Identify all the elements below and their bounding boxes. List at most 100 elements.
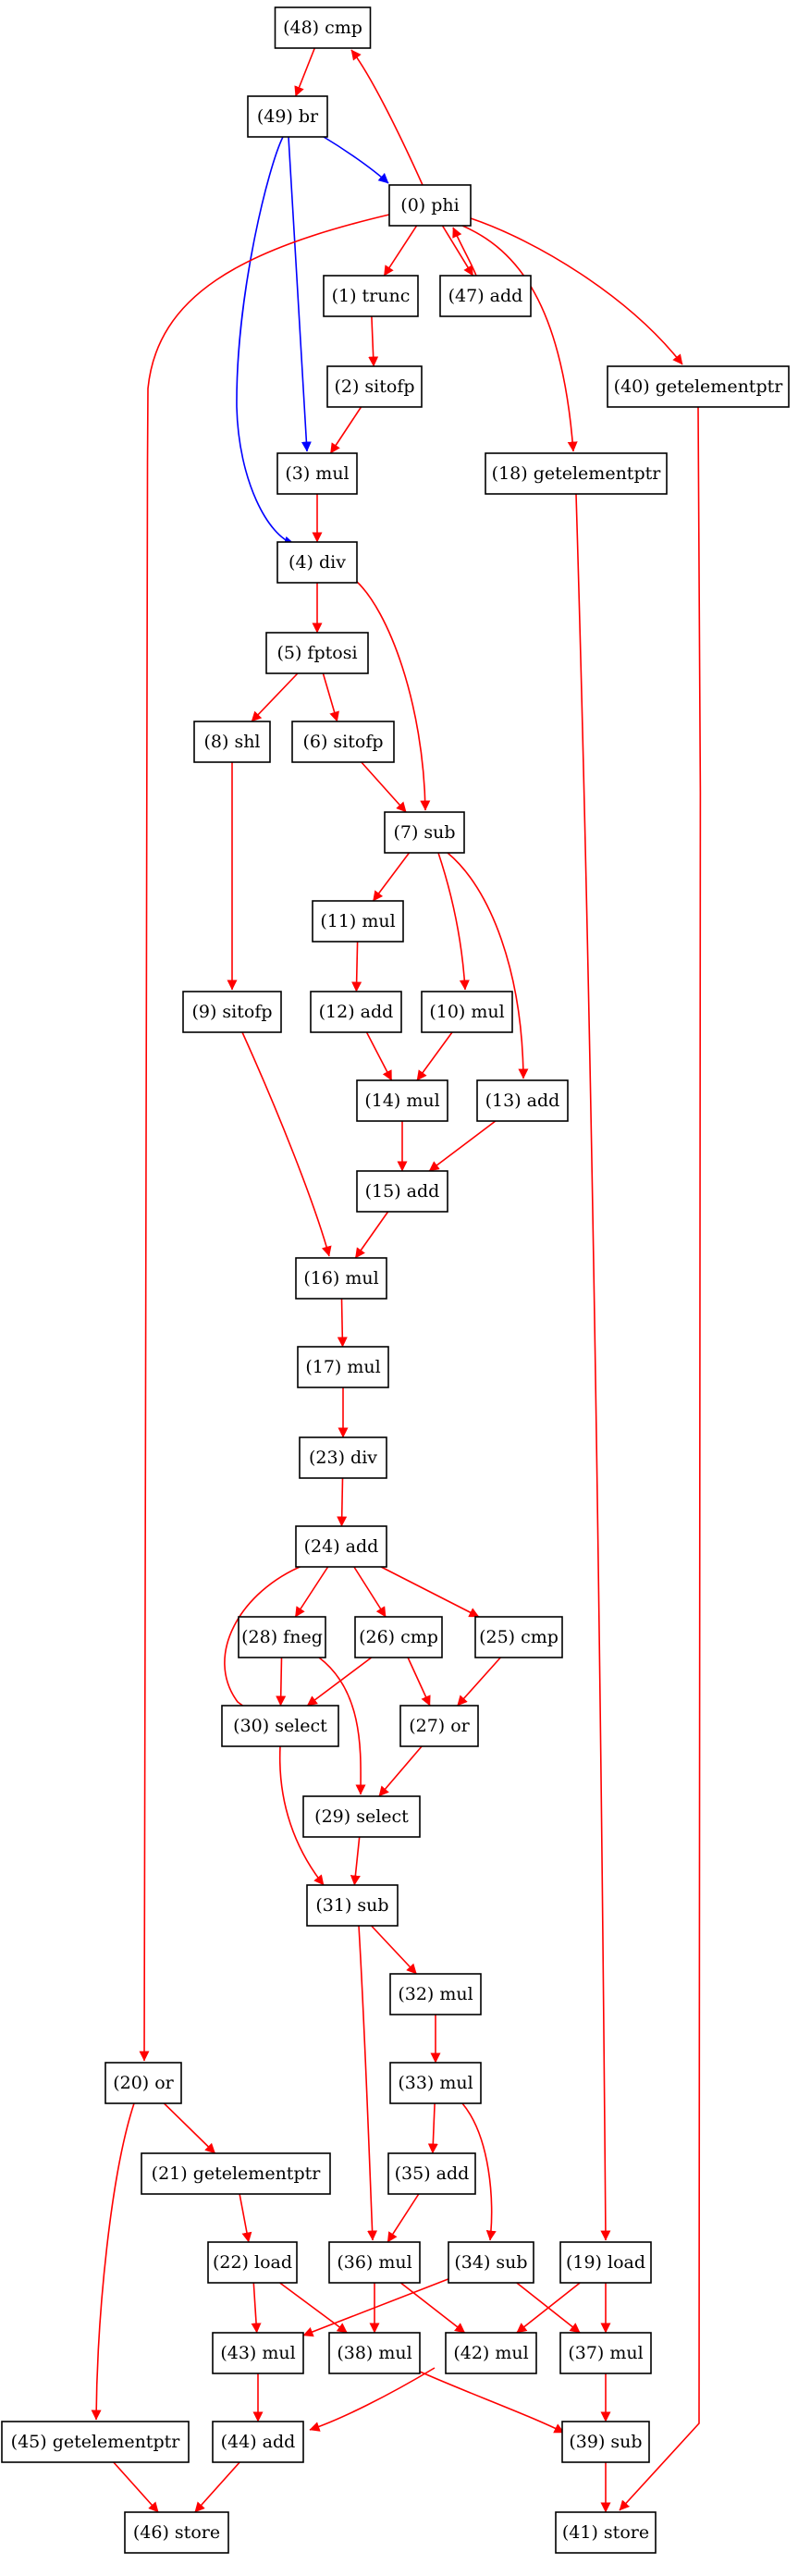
node-box	[221, 1705, 339, 1747]
edge-path	[353, 1566, 387, 1618]
edge-6-to-7	[361, 761, 407, 813]
edge-7-to-10	[437, 852, 470, 991]
edge-15-to-16	[354, 1211, 389, 1259]
node-17: (17) mul	[297, 1346, 389, 1388]
node-8: (8) shl	[193, 721, 271, 763]
edge-0-to-48	[350, 49, 424, 186]
node-box	[559, 2241, 652, 2284]
edge-20-to-45	[91, 2102, 135, 2421]
node-box	[555, 2511, 657, 2554]
node-11: (11) mul	[312, 900, 404, 943]
node-box	[104, 2062, 182, 2104]
node-14: (14) mul	[356, 1079, 448, 1122]
node-label: (28) fneg	[241, 1627, 323, 1647]
node-box	[389, 1973, 482, 2015]
edge-28-to-30	[276, 1657, 287, 1707]
node-label: (3) mul	[285, 463, 349, 484]
edge-path	[322, 672, 339, 722]
node-box	[607, 365, 790, 408]
edge-5-to-6	[322, 672, 339, 722]
node-box	[388, 184, 472, 227]
edge-29-to-31	[350, 1836, 361, 1886]
node-21: (21) getelementptr	[141, 2152, 331, 2195]
node-15: (15) add	[356, 1170, 448, 1213]
edge-path	[239, 2193, 252, 2243]
node-32: (32) mul	[389, 1973, 482, 2015]
node-box	[354, 1616, 443, 1658]
edge-path	[470, 217, 683, 365]
node-box	[384, 811, 465, 854]
edge-24-to-25	[380, 1566, 480, 1618]
edge-path	[194, 2461, 240, 2513]
edge-16-to-17	[337, 1298, 348, 1348]
node-box	[247, 95, 328, 138]
node-label: (19) load	[566, 2252, 645, 2273]
node-box	[276, 452, 358, 495]
node-box	[302, 1795, 421, 1838]
edge-path	[279, 2282, 348, 2334]
node-label: (12) add	[319, 1002, 394, 1022]
node-label: (49) br	[257, 106, 319, 127]
edge-path	[329, 406, 362, 454]
edge-path	[575, 493, 611, 2241]
edge-path	[399, 2282, 466, 2334]
node-29: (29) select	[302, 1795, 421, 1838]
node-0: (0) phi	[388, 184, 472, 227]
edge-18-to-19	[575, 493, 611, 2241]
node-box	[299, 1436, 387, 1479]
node-12: (12) add	[310, 991, 402, 1033]
edge-path	[350, 1836, 361, 1886]
node-label: (31) sub	[315, 1895, 388, 1916]
node-label: (39) sub	[569, 2432, 642, 2452]
edge-24-to-26	[353, 1566, 387, 1618]
edge-49-to-0	[323, 136, 389, 184]
edge-0-to-40	[470, 217, 683, 365]
edge-27-to-29	[378, 1745, 423, 1797]
edge-path	[447, 852, 529, 1079]
edge-49-to-3	[288, 136, 312, 452]
node-label: (32) mul	[398, 1984, 473, 2004]
node-label: (34) sub	[454, 2252, 527, 2273]
node-box	[389, 2062, 482, 2104]
edge-9-to-16	[241, 1031, 332, 1257]
node-2: (2) sitofp	[326, 365, 423, 408]
edge-path	[288, 136, 312, 452]
edge-path	[355, 580, 431, 811]
edge-34-to-43	[302, 2278, 449, 2337]
edge-path	[337, 1477, 348, 1527]
node-47: (47) add	[439, 275, 532, 317]
node-19: (19) load	[559, 2241, 652, 2284]
edge-path	[383, 225, 418, 277]
node-4: (4) div	[276, 541, 358, 584]
node-label: (43) mul	[220, 2343, 295, 2363]
edge-path	[361, 761, 407, 813]
node-box	[238, 1616, 326, 1658]
edge-12-to-14	[365, 1031, 393, 1081]
node-1: (1) trunc	[323, 275, 419, 317]
node-label: (26) cmp	[359, 1627, 438, 1647]
edge-48-to-49	[294, 47, 316, 97]
node-box	[193, 721, 271, 763]
edge-20-to-21	[163, 2102, 216, 2154]
node-35: (35) add	[387, 2152, 476, 2195]
node-20: (20) or	[104, 2062, 182, 2104]
edge-4-to-7	[355, 580, 431, 811]
node-label: (24) add	[304, 1536, 379, 1557]
node-37: (37) mul	[559, 2332, 652, 2374]
edge-path	[309, 2367, 436, 2432]
node-box	[1, 2421, 190, 2463]
edge-25-to-27	[457, 1657, 501, 1707]
node-42: (42) mul	[445, 2332, 537, 2374]
node-41: (41) store	[555, 2511, 657, 2554]
edge-path	[437, 852, 470, 991]
node-box	[291, 721, 395, 763]
node-label: (11) mul	[320, 911, 395, 931]
node-48: (48) cmp	[274, 6, 372, 49]
node-box	[295, 1525, 387, 1568]
node-16: (16) mul	[295, 1257, 387, 1300]
node-box	[182, 991, 282, 1033]
node-label: (25) cmp	[479, 1627, 559, 1647]
edge-path	[294, 1566, 329, 1618]
node-23: (23) div	[299, 1436, 387, 1479]
edge-23-to-24	[337, 1477, 348, 1527]
